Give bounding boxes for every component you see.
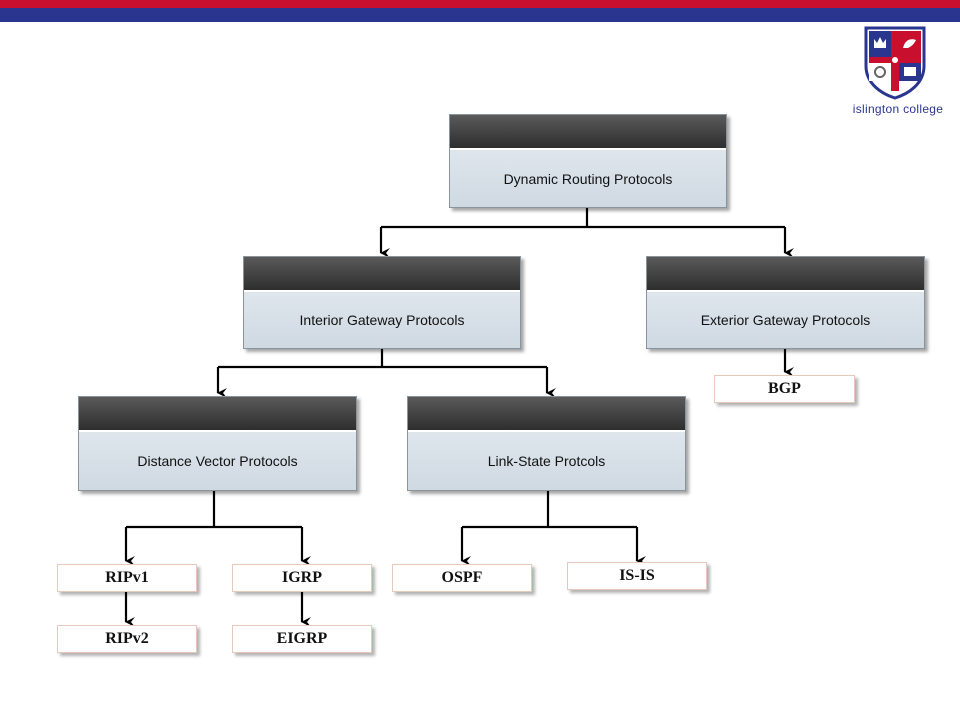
node-exterior-gateway-protocols: Exterior Gateway Protocols <box>646 256 925 349</box>
connector-interior <box>218 348 547 369</box>
connector-link-state <box>462 490 637 529</box>
leaf-ripv1: RIPv1 <box>57 564 197 592</box>
node-distance-vector-protocols: Distance Vector Protocols <box>78 396 357 491</box>
college-name: islington college <box>852 102 944 116</box>
node-interior-gateway-protocols: Interior Gateway Protocols <box>243 256 521 349</box>
leaf-isis: IS-IS <box>567 562 707 590</box>
node-header-bar <box>244 257 520 292</box>
top-banner-red-stripe <box>0 0 960 8</box>
node-header-bar <box>79 397 356 432</box>
leaf-ripv2: RIPv2 <box>57 625 197 653</box>
college-crest-icon <box>864 26 926 100</box>
leaf-igrp: IGRP <box>232 564 372 592</box>
node-label: Interior Gateway Protocols <box>299 312 465 328</box>
leaf-bgp: BGP <box>714 375 855 403</box>
node-header-bar <box>647 257 924 292</box>
node-header-bar <box>450 115 726 150</box>
top-banner <box>0 0 960 22</box>
node-link-state-protocols: Link-State Protcols <box>407 396 686 491</box>
node-label: Exterior Gateway Protocols <box>700 312 871 328</box>
node-label: Link-State Protcols <box>487 453 606 469</box>
node-label: Dynamic Routing Protocols <box>503 170 673 187</box>
node-dynamic-routing-protocols: Dynamic Routing Protocols <box>449 114 727 208</box>
college-logo: islington college <box>836 26 960 122</box>
top-banner-blue-stripe <box>0 8 960 22</box>
connector-root <box>381 207 785 229</box>
connector-distance-vector <box>126 490 302 529</box>
leaf-ospf: OSPF <box>392 564 532 592</box>
node-label: Distance Vector Protocols <box>137 453 298 469</box>
leaf-eigrp: EIGRP <box>232 625 372 653</box>
node-header-bar <box>408 397 685 432</box>
